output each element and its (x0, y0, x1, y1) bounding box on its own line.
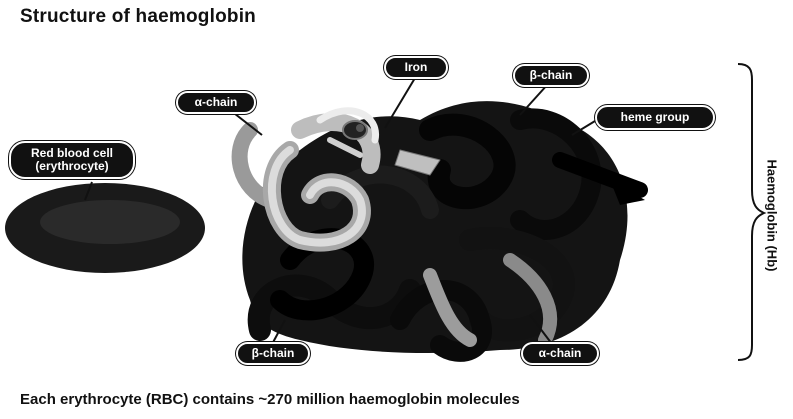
figure-caption: Each erythrocyte (RBC) contains ~270 mil… (20, 391, 520, 408)
iron-label: Iron (384, 56, 448, 79)
beta-chain-top-label: β-chain (513, 64, 589, 87)
heme-group-label: heme group (595, 105, 715, 130)
haemoglobin-molecule-illustration (240, 101, 645, 353)
beta-chain-bottom-label: β-chain (236, 342, 310, 365)
red-blood-cell-illustration (5, 183, 205, 273)
alpha-chain-bottom-label: α-chain (521, 342, 599, 365)
haemoglobin-side-label: Haemoglobin (Hb) (760, 150, 784, 280)
rbc-label: Red blood cell (erythrocyte) (9, 141, 135, 179)
alpha-chain-top-label: α-chain (176, 91, 256, 114)
